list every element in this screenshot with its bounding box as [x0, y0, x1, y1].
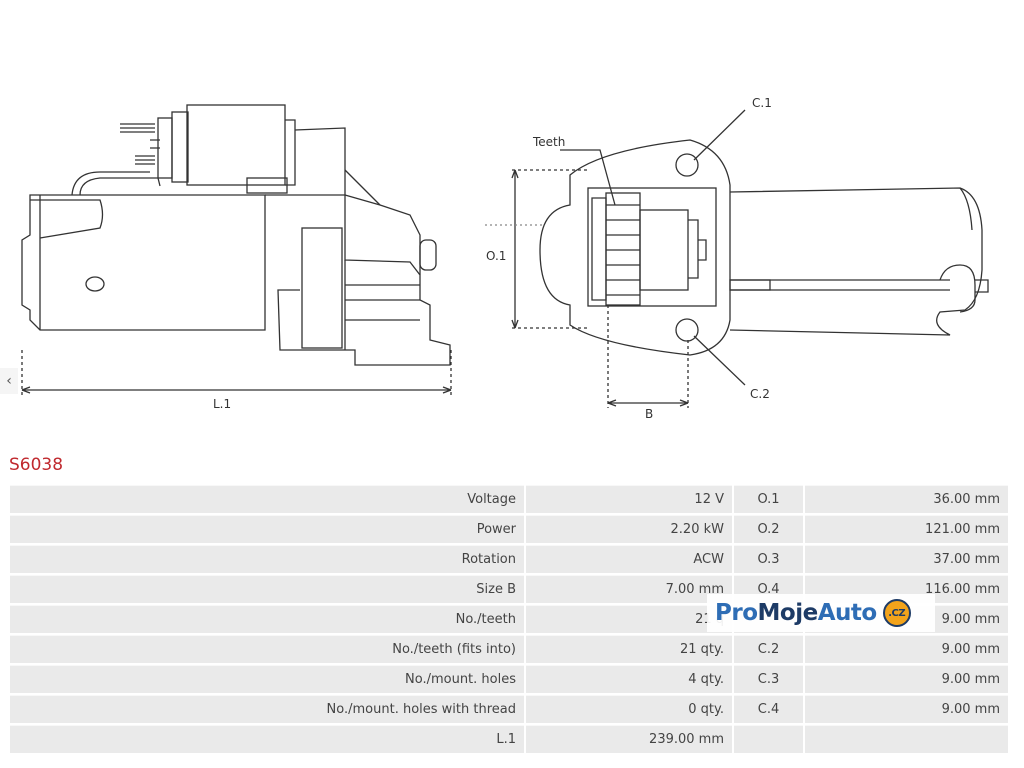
- dim-key: O.3: [734, 545, 803, 573]
- dim-label-l1: L.1: [213, 397, 231, 411]
- dim-label-o1: O.1: [486, 249, 506, 263]
- starter-front-view: [485, 109, 989, 408]
- dim-value: 37.00 mm: [805, 545, 1008, 573]
- table-row: Rotation ACW O.3 37.00 mm: [10, 545, 1008, 573]
- label-c2: C.2: [750, 387, 770, 401]
- dim-key: C.3: [734, 665, 803, 693]
- dim-key: O.2: [734, 515, 803, 543]
- starter-side-view: [21, 104, 452, 395]
- spec-value: ACW: [526, 545, 732, 573]
- prev-image-button[interactable]: ‹: [0, 368, 18, 394]
- spec-key: Size B: [10, 575, 524, 603]
- spec-key: No./mount. holes: [10, 665, 524, 693]
- spec-value: 21 q: [526, 605, 732, 633]
- dim-key: C.4: [734, 695, 803, 723]
- spec-value: 239.00 mm: [526, 725, 732, 753]
- dim-key: C.2: [734, 635, 803, 663]
- table-row: No./mount. holes with thread 0 qty. C.4 …: [10, 695, 1008, 723]
- logo-text-pro: Pro: [715, 600, 758, 626]
- table-row: Power 2.20 kW O.2 121.00 mm: [10, 515, 1008, 543]
- table-row: Voltage 12 V O.1 36.00 mm: [10, 485, 1008, 513]
- logo-cz-badge-icon: .CZ: [882, 599, 911, 627]
- spec-key: No./mount. holes with thread: [10, 695, 524, 723]
- logo-text-moje: Moje: [757, 600, 819, 626]
- technical-drawing: L.1: [21, 96, 989, 421]
- dim-value: 36.00 mm: [805, 485, 1008, 513]
- spec-key: Power: [10, 515, 524, 543]
- dim-value: 9.00 mm: [805, 665, 1008, 693]
- spec-value: 4 qty.: [526, 665, 732, 693]
- dim-value: 121.00 mm: [805, 515, 1008, 543]
- table-row: No./mount. holes 4 qty. C.3 9.00 mm: [10, 665, 1008, 693]
- table-row: Size B 7.00 mm O.4 116.00 mm: [10, 575, 1008, 603]
- spec-key: Voltage: [10, 485, 524, 513]
- spec-key: No./teeth (fits into): [10, 635, 524, 663]
- logo-text-auto: Auto: [817, 600, 877, 626]
- dim-key: [734, 725, 803, 753]
- spec-key: No./teeth: [10, 605, 524, 633]
- product-code: S6038: [9, 455, 64, 475]
- label-teeth: Teeth: [532, 135, 565, 149]
- table-row: No./teeth (fits into) 21 qty. C.2 9.00 m…: [10, 635, 1008, 663]
- label-c1: C.1: [752, 96, 772, 110]
- table-row: L.1 239.00 mm: [10, 725, 1008, 753]
- dim-key: O.1: [734, 485, 803, 513]
- chevron-left-icon: ‹: [6, 373, 12, 389]
- spec-key: L.1: [10, 725, 524, 753]
- dim-value: 9.00 mm: [805, 635, 1008, 663]
- spec-value: 7.00 mm: [526, 575, 732, 603]
- dim-value: [805, 725, 1008, 753]
- spec-value: 2.20 kW: [526, 515, 732, 543]
- spec-value: 21 qty.: [526, 635, 732, 663]
- dim-value: 9.00 mm: [805, 695, 1008, 723]
- spec-value: 0 qty.: [526, 695, 732, 723]
- spec-key: Rotation: [10, 545, 524, 573]
- spec-table: Voltage 12 V O.1 36.00 mm Power 2.20 kW …: [8, 483, 1010, 755]
- spec-value: 12 V: [526, 485, 732, 513]
- dim-label-b: B: [645, 407, 653, 421]
